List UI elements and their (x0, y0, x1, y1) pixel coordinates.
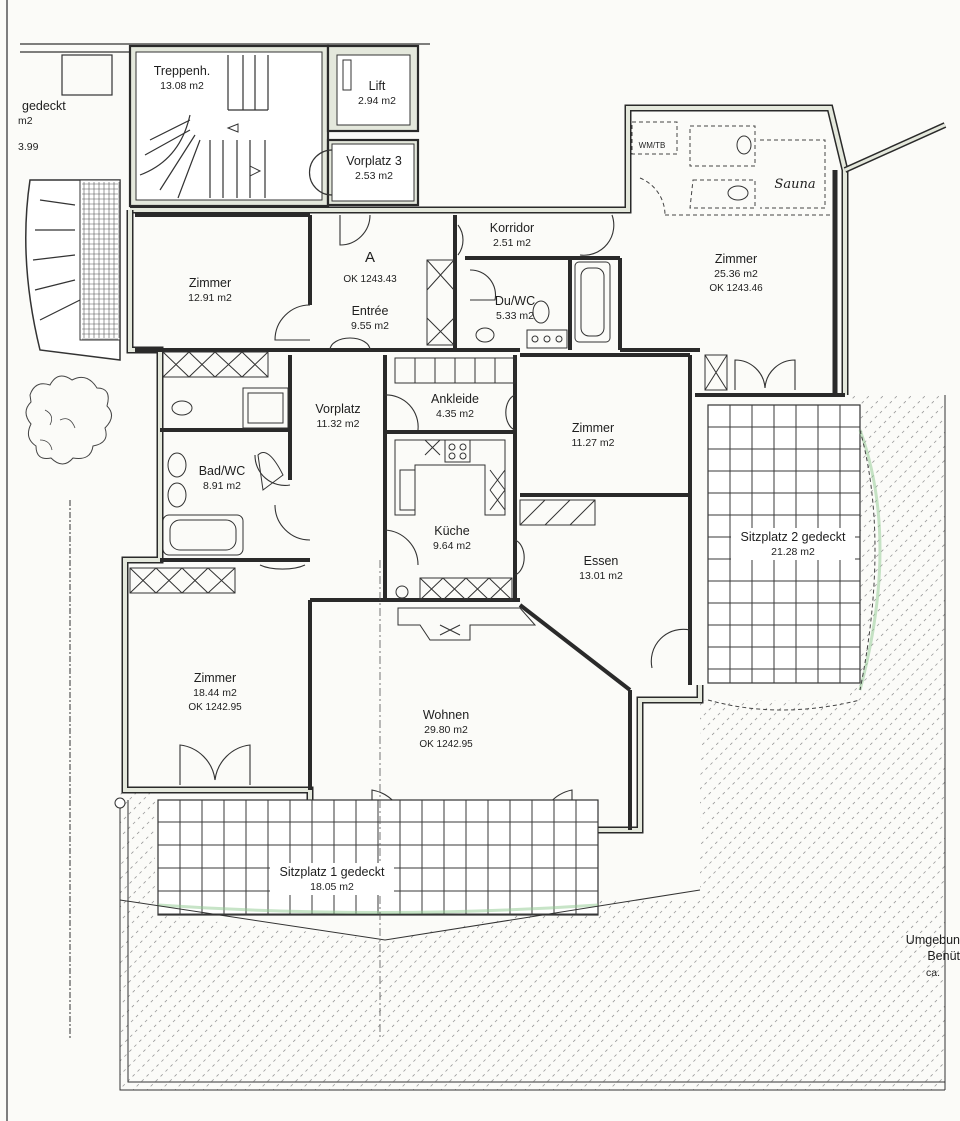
garden-boundary (69, 395, 946, 1091)
sauna-handwritten-label: Sauna (774, 177, 815, 192)
room-name: Vorplatz (315, 402, 360, 416)
room-label-wohnen: Wohnen 29.80 m2 OK 1242.95 (419, 708, 473, 750)
room-name: Ankleide (431, 392, 479, 406)
room-label-kueche: Küche 9.64 m2 (433, 524, 471, 552)
room-area: 18.05 m2 (310, 881, 354, 893)
room-name: Sitzplatz 1 gedeckt (280, 865, 385, 879)
top-boundary (20, 43, 430, 96)
room-name: Du/WC (495, 294, 535, 308)
partial-label-area: m2 (18, 115, 33, 127)
lift-shaft (326, 44, 420, 133)
partial-label-value: 3.99 (18, 141, 39, 153)
room-label-ankleide: Ankleide 4.35 m2 (431, 392, 479, 420)
room-label-badwc: Bad/WC 8.91 m2 (199, 464, 246, 492)
door-swings (179, 214, 796, 830)
surroundings-label-1: Umgebun (906, 933, 960, 947)
room-area: 29.80 m2 (424, 724, 468, 736)
room-label-vorplatz3: Vorplatz 3 2.53 m2 (346, 154, 402, 182)
room-area: 18.44 m2 (193, 687, 237, 699)
entrance-level: OK 1243.43 (343, 274, 397, 285)
entrance-marker: A (365, 249, 375, 266)
room-name: Lift (369, 79, 386, 93)
room-area: 21.28 m2 (771, 546, 815, 558)
room-label-korridor: Korridor 2.51 m2 (490, 221, 534, 249)
room-name: Essen (584, 554, 619, 568)
wm-tb-label: WM/TB (639, 141, 666, 150)
sauna-area (631, 121, 830, 216)
room-label-lift: Lift 2.94 m2 (358, 79, 396, 107)
sanitary-fixtures (162, 135, 752, 556)
room-name: Treppenh. (154, 64, 211, 78)
tree-symbol (25, 375, 112, 465)
room-label-essen: Essen 13.01 m2 (579, 554, 623, 582)
partial-label-gedeckt: gedeckt (22, 99, 66, 113)
room-name: Bad/WC (199, 464, 246, 478)
room-name: Zimmer (189, 276, 231, 290)
room-label-zimmer2: Zimmer 25.36 m2 OK 1243.46 (709, 252, 763, 294)
room-name: Zimmer (715, 252, 757, 266)
room-label-vorplatz: Vorplatz 11.32 m2 (315, 402, 360, 430)
room-label-zimmer1: Zimmer 12.91 m2 (188, 276, 232, 304)
floor-level: OK 1242.95 (188, 702, 242, 713)
room-area: 12.91 m2 (188, 292, 232, 304)
interior-walls (135, 213, 845, 830)
room-area: 2.94 m2 (358, 95, 396, 107)
room-labels: Treppenh. 13.08 m2 Lift 2.94 m2 Vorplatz 3 2.… (154, 64, 855, 895)
room-label-sitzplatz1: Sitzplatz 1 gedeckt 18.05 m2 (270, 863, 394, 895)
room-area: 25.36 m2 (714, 268, 758, 280)
surroundings-label-2: Benüt (927, 949, 960, 963)
room-name: Zimmer (194, 671, 236, 685)
room-name: Zimmer (572, 421, 614, 435)
outdoor-stair (25, 179, 121, 361)
room-name: Küche (434, 524, 469, 538)
room-area: 9.55 m2 (351, 320, 389, 332)
floor-level: OK 1243.46 (709, 283, 763, 294)
room-area: 8.91 m2 (203, 480, 241, 492)
room-label-duwc: Du/WC 5.33 m2 (495, 294, 535, 322)
room-name: Korridor (490, 221, 534, 235)
room-label-zimmer4: Zimmer 18.44 m2 OK 1242.95 (188, 671, 242, 713)
terrace-1-tiles (119, 560, 701, 1040)
room-name: Vorplatz 3 (346, 154, 402, 168)
floor-level: OK 1242.95 (419, 739, 473, 750)
room-label-treppenhaus: Treppenh. 13.08 m2 (154, 64, 211, 92)
kitchen-counter (394, 439, 537, 641)
vorplatz3-room (308, 138, 420, 207)
room-name: Wohnen (423, 708, 469, 722)
room-area: 11.27 m2 (572, 437, 615, 449)
room-area: 13.01 m2 (579, 570, 623, 582)
room-area: 13.08 m2 (160, 80, 204, 92)
room-area: 11.32 m2 (317, 418, 360, 430)
surroundings-label-3: ca. (926, 967, 940, 979)
room-name: Entrée (352, 304, 389, 318)
room-area: 5.33 m2 (496, 310, 534, 322)
room-area: 2.51 m2 (493, 237, 531, 249)
room-label-sitzplatz2: Sitzplatz 2 gedeckt 21.28 m2 (731, 528, 855, 560)
room-area: 2.53 m2 (355, 170, 393, 182)
room-name: Sitzplatz 2 gedeckt (741, 530, 846, 544)
staircase (128, 44, 330, 208)
closet-blocks (129, 259, 728, 601)
room-area: 9.64 m2 (433, 540, 471, 552)
room-label-zimmer3: Zimmer 11.27 m2 (572, 421, 615, 449)
room-label-entree: Entrée 9.55 m2 (351, 304, 389, 332)
room-area: 4.35 m2 (436, 408, 474, 420)
